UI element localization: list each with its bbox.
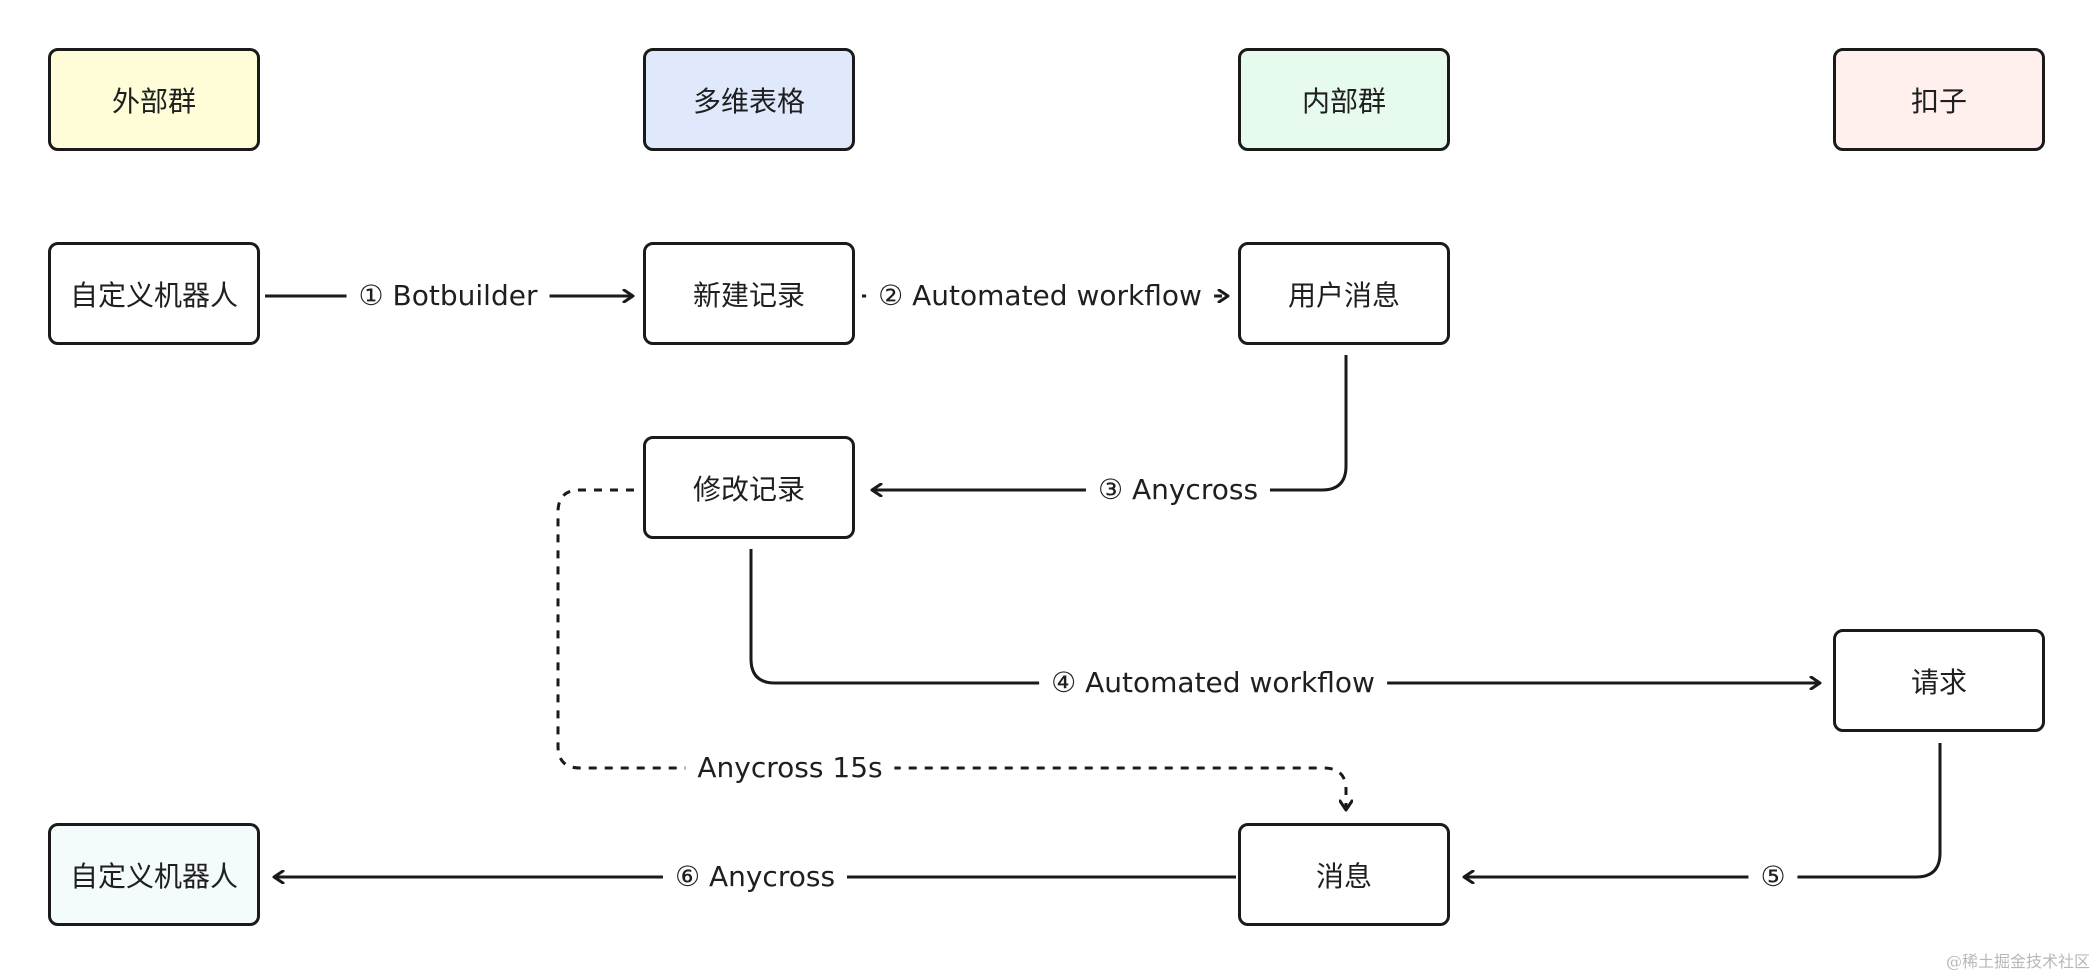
node-message: 消息	[1238, 823, 1450, 926]
edge-2-label: ② Automated workflow	[866, 279, 1214, 313]
lane-multidim-table: 多维表格	[643, 48, 855, 151]
lane-internal-group-label: 内部群	[1301, 84, 1386, 118]
edge-4-label: ④ Automated workflow	[1039, 666, 1387, 700]
edge-7-line	[556, 488, 1346, 810]
node-new-record: 新建记录	[643, 242, 855, 345]
node-user-message: 用户消息	[1238, 242, 1450, 345]
lane-multidim-table-label: 多维表格	[692, 84, 805, 118]
node-modify-record-label: 修改记录	[692, 472, 805, 506]
node-modify-record: 修改记录	[643, 436, 855, 539]
edge-3-label: ③ Anycross	[1085, 473, 1271, 507]
node-message-label: 消息	[1315, 859, 1372, 893]
edge-4-line	[749, 549, 1820, 683]
lane-external-group-label: 外部群	[111, 84, 196, 118]
edge-5-label: ⑤	[1748, 860, 1798, 894]
node-request: 请求	[1833, 629, 2045, 732]
edge-3-line	[872, 355, 1348, 490]
edge-1-label: ① Botbuilder	[346, 279, 550, 313]
lane-coze: 扣子	[1833, 48, 2045, 151]
lane-coze-label: 扣子	[1910, 84, 1967, 118]
node-new-record-label: 新建记录	[692, 278, 805, 312]
lane-external-group: 外部群	[48, 48, 260, 151]
lane-internal-group: 内部群	[1238, 48, 1450, 151]
node-request-label: 请求	[1910, 665, 1967, 699]
edge-7-label: Anycross 15s	[685, 751, 895, 785]
node-custom-bot-out-label: 自定义机器人	[69, 859, 238, 893]
watermark: @稀土掘金技术社区	[1945, 952, 2090, 971]
node-custom-bot-out: 自定义机器人	[48, 823, 260, 926]
node-custom-bot-in: 自定义机器人	[48, 242, 260, 345]
edge-5-line	[1464, 743, 1942, 877]
node-user-message-label: 用户消息	[1287, 278, 1400, 312]
edge-6-label: ⑥ Anycross	[662, 860, 848, 894]
node-custom-bot-in-label: 自定义机器人	[69, 278, 238, 312]
